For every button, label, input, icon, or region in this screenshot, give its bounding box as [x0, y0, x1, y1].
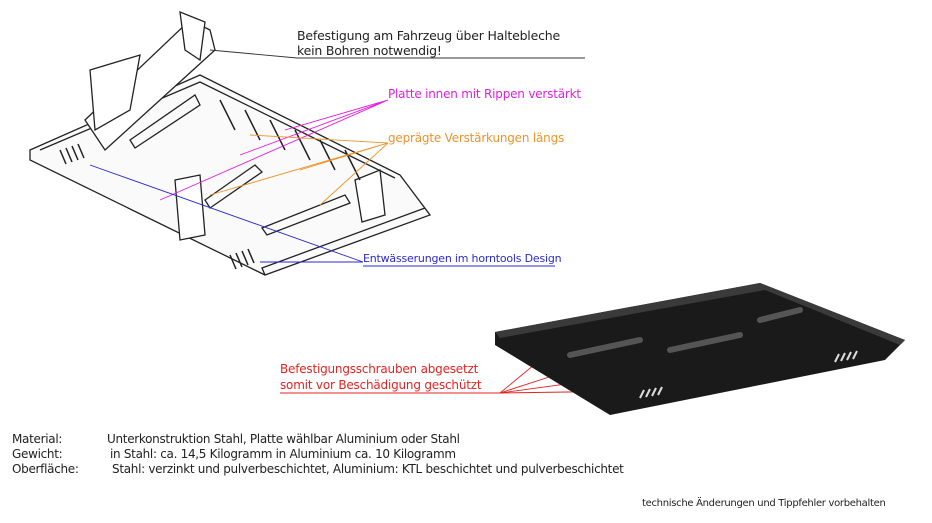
screws-annotation-line1: Befestigungsschrauben abgesetzt: [280, 362, 479, 376]
spec-value: in Stahl: ca. 14,5 Kilogramm in Aluminiu…: [110, 447, 456, 461]
leader-lines: [89, 49, 816, 394]
disclaimer: technische Änderungen und Tippfehler vor…: [642, 498, 886, 509]
spec-value: Unterkonstruktion Stahl, Platte wählbar …: [107, 432, 460, 446]
ribs-annotation: Platte innen mit Rippen verstärkt: [388, 87, 581, 101]
mount-annotation-line2: kein Bohren notwendig!: [297, 43, 442, 58]
spec-key: Material:: [12, 432, 63, 446]
spec-key: Gewicht:: [12, 447, 63, 461]
spec-value: Stahl: verzinkt und pulverbeschichtet, A…: [112, 462, 624, 476]
rendered-skid-plate: [495, 283, 905, 415]
line-drawing-skid-plate: [29, 10, 432, 276]
screws-annotation-line2: somit vor Beschädigung geschützt: [280, 378, 482, 392]
mount-annotation-line1: Befestigung am Fahrzeug über Haltebleche: [297, 28, 560, 43]
drainage-annotation: Entwässerungen im horntools Design: [363, 252, 562, 265]
spec-key: Oberfläche:: [12, 462, 79, 476]
embossed-annotation: geprägte Verstärkungen längs: [388, 131, 565, 145]
